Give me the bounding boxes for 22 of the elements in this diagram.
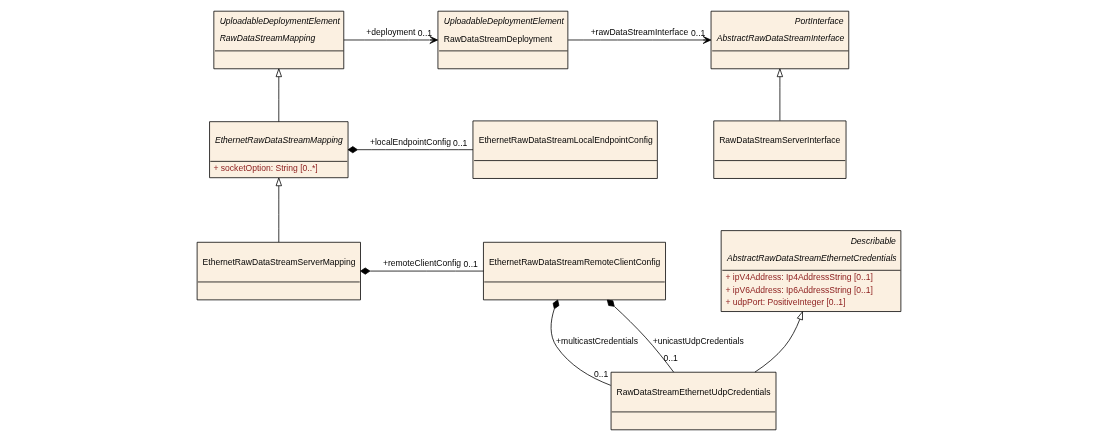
edge-label: +multicastCredentials xyxy=(555,336,638,347)
arrow xyxy=(754,311,803,373)
label: 0..1 xyxy=(417,28,432,39)
arrow xyxy=(343,36,438,44)
connector xyxy=(347,146,473,154)
edge-label: +rawDataStreamInterface xyxy=(590,27,688,38)
arrow xyxy=(275,68,282,123)
edge-label: +unicastUdpCredentials xyxy=(652,336,744,347)
connector xyxy=(550,299,611,386)
edge-label: +remoteClientConfig xyxy=(382,258,461,269)
edge-label: +localEndpointConfig xyxy=(369,136,451,147)
connector xyxy=(606,299,674,373)
label: 0..1 xyxy=(663,352,678,363)
label: 0..1 xyxy=(690,28,705,39)
label: 0..1 xyxy=(593,369,608,380)
arrow xyxy=(275,177,282,243)
edge-label: +deployment xyxy=(365,27,415,38)
label: 0..1 xyxy=(463,259,478,270)
label: 0..1 xyxy=(452,137,467,148)
arrow xyxy=(567,36,711,44)
connector xyxy=(359,267,484,275)
arrow xyxy=(776,68,783,121)
